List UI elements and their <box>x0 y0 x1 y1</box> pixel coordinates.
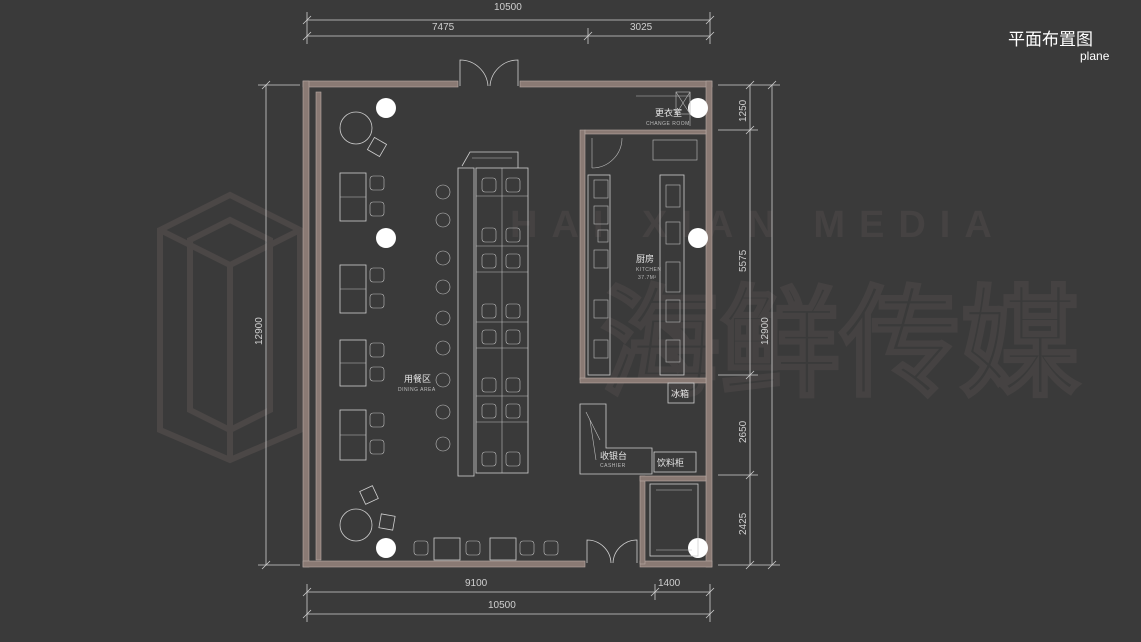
entrance-door-bottom <box>586 539 638 564</box>
dim-right-seg-3: 2650 <box>738 420 749 443</box>
change-room-label-en: CHANGE ROOM <box>646 121 690 127</box>
drink-cabinet-label: 饮料柜 <box>657 457 684 469</box>
bar-counter <box>435 151 519 477</box>
dimension-bottom: 9100 1400 10500 <box>302 578 715 622</box>
dimension-right: 1250 5575 2650 2425 12900 <box>718 80 780 570</box>
entrance-door-top <box>459 59 519 87</box>
kitchen-label: 厨房 <box>636 253 654 265</box>
dim-bottom-right: 1400 <box>658 578 681 589</box>
dimension-top: 10500 7475 3025 <box>302 2 715 44</box>
dimension-left: 12900 <box>254 80 300 570</box>
light-icon <box>688 98 708 118</box>
kitchen-label-en: KITCHEN <box>636 267 661 273</box>
dining-area: 用餐区 DINING AREA <box>398 373 436 393</box>
central-chairs <box>481 177 521 467</box>
page-subtitle: plane <box>1080 49 1110 63</box>
dim-bottom-total: 10500 <box>488 600 516 611</box>
cashier-label-en: CASHIER <box>600 463 626 469</box>
bottom-tables <box>413 537 559 561</box>
light-icon <box>376 228 396 248</box>
dim-left-total: 12900 <box>254 317 265 345</box>
ice-label: 冰箱 <box>671 388 689 400</box>
ceiling-lights <box>376 98 708 558</box>
watermark-cn: 海鲜传媒 <box>600 275 1081 414</box>
watermark-logo-icon <box>157 191 303 464</box>
dining-area-label: 用餐区 <box>404 373 431 385</box>
central-tables <box>475 167 529 474</box>
dim-right-total: 12900 <box>760 317 771 345</box>
round-tables <box>339 111 396 542</box>
kitchen-area-value: 37.7M² <box>638 275 657 281</box>
dim-top-total: 10500 <box>494 2 522 13</box>
dim-right-seg-4: 2425 <box>738 512 749 535</box>
watermark: HAI XIAN MEDIA 海鲜传媒 <box>157 191 1082 464</box>
dim-right-seg-2: 5575 <box>738 249 749 272</box>
bar-stools <box>435 184 451 452</box>
dining-area-label-en: DINING AREA <box>398 387 436 393</box>
light-icon <box>688 228 708 248</box>
watermark-en: HAI XIAN MEDIA <box>510 204 1006 246</box>
dim-bottom-left: 9100 <box>465 578 488 589</box>
left-booth-tables <box>339 172 385 461</box>
cashier-counter: 收银台 CASHIER 饮料柜 <box>579 403 697 475</box>
change-room-label: 更衣室 <box>655 107 682 119</box>
exterior-walls <box>302 80 713 568</box>
cashier-label: 收银台 <box>600 450 627 462</box>
dim-top-right: 3025 <box>630 22 653 33</box>
light-icon <box>376 98 396 118</box>
change-room: 更衣室 CHANGE ROOM <box>636 91 691 127</box>
page-title: 平面布置图 <box>1008 30 1093 50</box>
kitchen-area: 厨房 KITCHEN 37.7M² <box>579 129 707 384</box>
fridge: 冰箱 <box>667 382 695 404</box>
dim-right-seg-1: 1250 <box>738 99 749 122</box>
light-icon <box>376 538 396 558</box>
storage-room <box>639 475 707 565</box>
dim-top-left: 7475 <box>432 22 455 33</box>
